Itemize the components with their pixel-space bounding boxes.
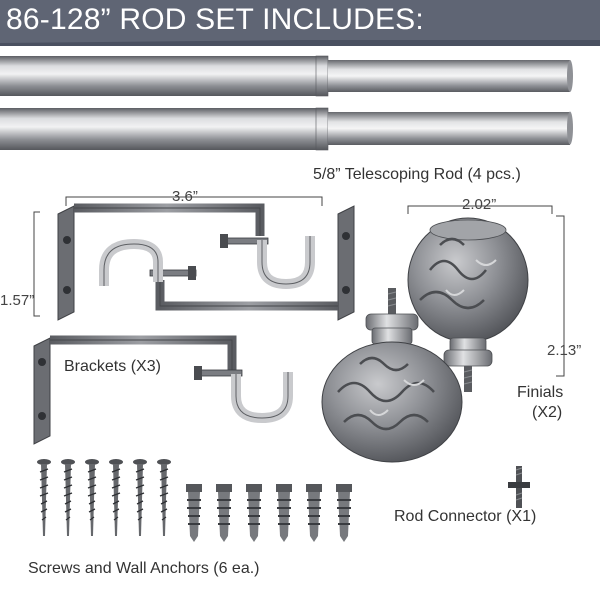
wood-screw-icon	[37, 459, 51, 536]
finial-height-dimension: 2.13”	[547, 342, 582, 359]
bracket-dimension-lines	[33, 196, 323, 317]
wall-anchor-icon	[186, 484, 202, 542]
rod-label: 5/8” Telescoping Rod (4 pcs.)	[313, 166, 521, 183]
telescoping-rod-icon	[0, 107, 573, 151]
screws-group	[37, 459, 171, 536]
rod-connector-icon	[508, 466, 530, 508]
wall-anchor-icon	[246, 484, 262, 542]
scroll-finial-icon	[407, 217, 529, 392]
finials-label-line1: Finials	[517, 384, 564, 401]
rod-connector-label: Rod Connector (X1)	[394, 508, 537, 525]
wood-screw-icon	[157, 459, 171, 536]
wall-anchor-icon	[216, 484, 232, 542]
hardware-label: Screws and Wall Anchors (6 ea.)	[28, 560, 260, 577]
anchors-group	[186, 484, 352, 542]
wood-screw-icon	[85, 459, 99, 536]
finial-dimension-lines	[407, 205, 565, 377]
finials-label-line2: (X2)	[532, 404, 563, 421]
scroll-finial-icon	[321, 288, 463, 463]
finial-width-dimension: 2.02”	[462, 196, 497, 213]
brackets-label: Brackets (X3)	[64, 358, 161, 375]
wall-anchor-icon	[306, 484, 322, 542]
wall-anchor-icon	[276, 484, 292, 542]
header-banner: 86-128” ROD SET INCLUDES:	[0, 0, 600, 46]
wood-screw-icon	[61, 459, 75, 536]
wood-screw-icon	[109, 459, 123, 536]
set-title: 86-128” ROD SET INCLUDES:	[6, 3, 424, 36]
curtain-bracket-icon	[57, 203, 315, 321]
bracket-height-dimension: 1.57”	[0, 292, 35, 309]
curtain-bracket-icon	[33, 335, 293, 445]
wood-screw-icon	[133, 459, 147, 536]
telescoping-rod-icon	[0, 55, 573, 97]
wall-anchor-icon	[336, 484, 352, 542]
bracket-width-dimension: 3.6”	[172, 188, 198, 205]
curtain-bracket-icon	[99, 205, 355, 321]
